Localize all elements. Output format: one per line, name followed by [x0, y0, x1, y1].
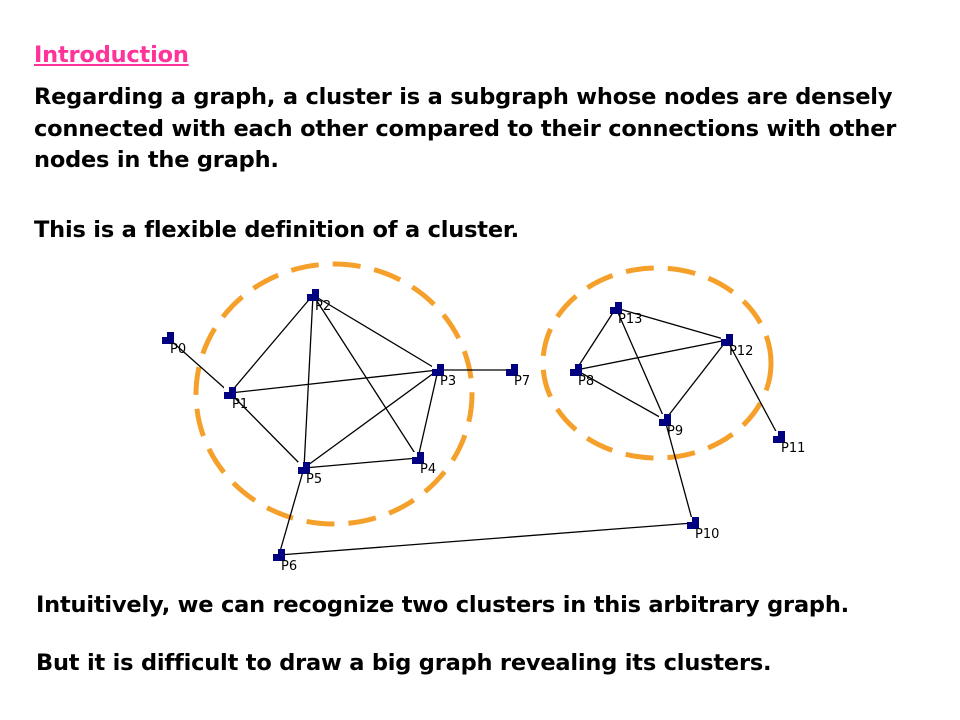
edge-p3-p4	[417, 369, 439, 459]
edge-p1-p5	[229, 392, 305, 469]
node-label-p3: P3	[440, 374, 456, 389]
node-p11: P11	[773, 431, 805, 456]
edge-p5-p6	[278, 467, 305, 556]
node-label-p6: P6	[281, 559, 297, 574]
edge-p8-p13	[575, 307, 617, 371]
node-marker-highlight	[298, 462, 303, 467]
edge-p4-p5	[303, 457, 419, 469]
paragraph-cluster-definition: Regarding a graph, a cluster is a subgra…	[34, 84, 897, 173]
paragraph-difficulty: But it is difficult to draw a big graph …	[36, 650, 772, 676]
edge-p8-p9	[575, 369, 666, 421]
edge-p13-p12	[615, 307, 728, 341]
node-p3: P3	[432, 364, 456, 389]
node-marker-highlight	[687, 517, 692, 522]
node-marker-highlight	[224, 387, 229, 392]
paragraph-flexible-definition: This is a flexible definition of a clust…	[34, 217, 519, 243]
edge-p2-p3	[312, 294, 439, 371]
node-label-p1: P1	[232, 397, 248, 412]
node-marker-highlight	[412, 452, 417, 457]
edge-p9-p10	[664, 419, 694, 524]
cluster-outlines	[193, 261, 774, 527]
edge-p13-p9	[615, 307, 666, 421]
node-p9: P9	[659, 414, 683, 439]
edge-p12-p9	[664, 339, 728, 421]
node-p6: P6	[273, 549, 297, 574]
node-p2: P2	[307, 289, 331, 314]
node-p8: P8	[570, 364, 594, 389]
node-label-p8: P8	[578, 374, 594, 389]
node-label-p5: P5	[306, 472, 322, 487]
cluster-right-outline	[540, 265, 774, 461]
node-p4: P4	[412, 452, 436, 477]
node-marker-highlight	[610, 302, 615, 307]
node-p10: P10	[687, 517, 719, 542]
node-p0: P0	[162, 332, 186, 357]
node-label-p4: P4	[420, 462, 436, 477]
edge-p2-p5	[303, 294, 314, 469]
node-marker-highlight	[659, 414, 664, 419]
node-marker-highlight	[432, 364, 437, 369]
node-p13: P13	[610, 302, 642, 327]
node-label-p0: P0	[170, 342, 186, 357]
edge-p0-p1	[167, 337, 231, 394]
edge-p12-p11	[726, 339, 780, 438]
graph-edges	[167, 294, 780, 556]
node-p5: P5	[298, 462, 322, 487]
node-marker-highlight	[773, 431, 778, 436]
node-label-p7: P7	[514, 374, 530, 389]
edge-p3-p5	[303, 369, 439, 469]
node-marker-highlight	[506, 364, 511, 369]
node-marker-highlight	[307, 289, 312, 294]
node-label-p11: P11	[781, 441, 805, 456]
cluster-left-outline	[193, 261, 475, 527]
edge-p2-p4	[312, 294, 419, 459]
edge-p1-p3	[229, 369, 439, 394]
node-label-p13: P13	[618, 312, 642, 327]
node-marker-highlight	[570, 364, 575, 369]
node-label-p12: P12	[729, 344, 753, 359]
node-p12: P12	[721, 334, 753, 359]
heading-introduction: Introduction	[34, 42, 189, 68]
paragraph-two-clusters: Intuitively, we can recognize two cluste…	[36, 592, 850, 618]
edge-p1-p2	[229, 294, 314, 394]
node-marker-highlight	[162, 332, 167, 337]
node-label-p2: P2	[315, 299, 331, 314]
node-marker-highlight	[721, 334, 726, 339]
edge-p6-p10	[278, 522, 694, 556]
node-p7: P7	[506, 364, 530, 389]
node-p1: P1	[224, 387, 248, 412]
node-marker-highlight	[273, 549, 278, 554]
node-label-p10: P10	[695, 527, 719, 542]
node-label-p9: P9	[667, 424, 683, 439]
edge-p8-p12	[575, 339, 728, 371]
